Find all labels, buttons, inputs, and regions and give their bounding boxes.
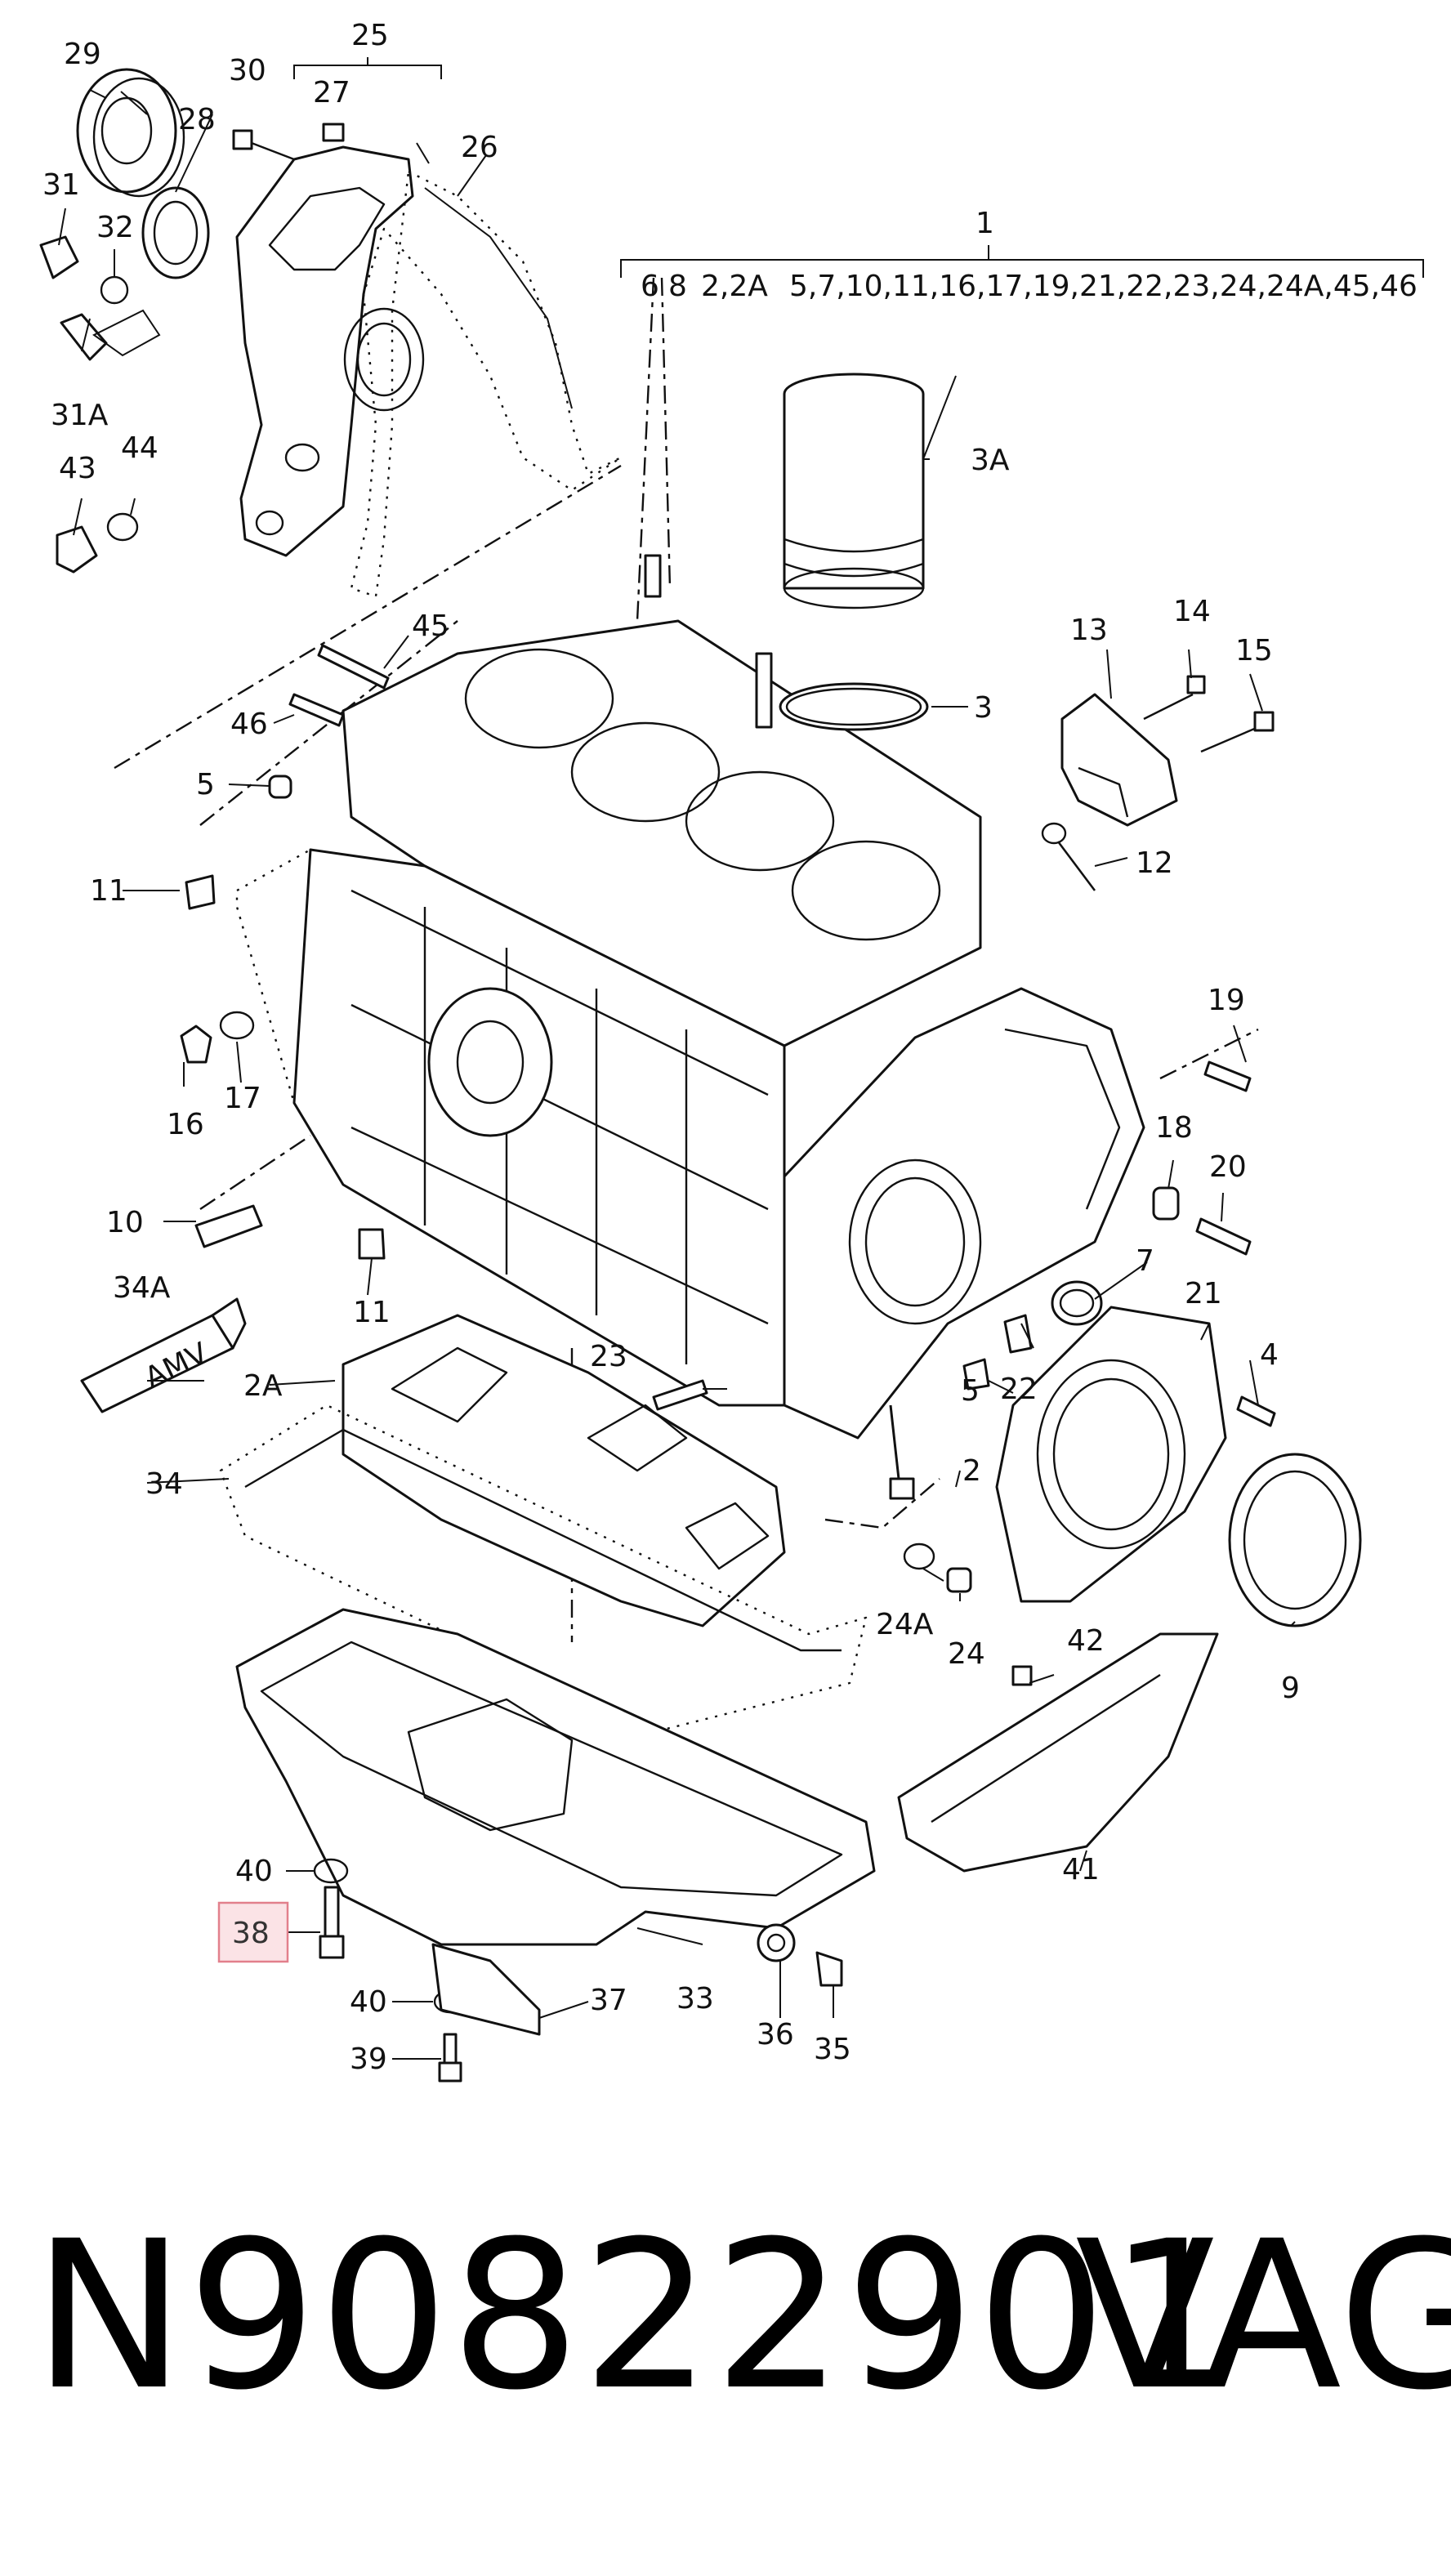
callout-12[interactable]: 12 (1136, 846, 1173, 880)
callout-34[interactable]: 34 (145, 1467, 183, 1501)
callout-18[interactable]: 18 (1155, 1111, 1193, 1145)
callout-17[interactable]: 17 (224, 1082, 261, 1115)
left-small-parts (180, 644, 390, 1260)
callout-13[interactable]: 13 (1070, 614, 1108, 647)
callout-45[interactable]: 45 (412, 609, 449, 643)
exploded-parts-diagram: AMV (39, 19, 1424, 2083)
callout-2a[interactable]: 2A (243, 1369, 283, 1403)
callout-32[interactable]: 32 (96, 211, 134, 244)
callout-5b[interactable]: 5 (961, 1374, 980, 1408)
oil-pan (235, 1608, 876, 1946)
callout-9[interactable]: 9 (1281, 1672, 1300, 1705)
callout-31[interactable]: 31 (42, 168, 80, 202)
callout-27[interactable]: 27 (313, 76, 350, 109)
callout-6[interactable]: 6 (641, 270, 659, 303)
amv-sealant-tube: AMV (80, 1297, 247, 1413)
callout-33[interactable]: 33 (676, 1982, 714, 2016)
callout-41[interactable]: 41 (1062, 1853, 1100, 1886)
timing-cover-group (39, 68, 623, 598)
bracket-13-group (1041, 675, 1275, 891)
callout-15[interactable]: 15 (1235, 634, 1273, 667)
callout-7[interactable]: 7 (1136, 1244, 1154, 1278)
part-number: N90822901 (33, 2197, 1240, 2435)
callout-39[interactable]: 39 (350, 2042, 387, 2076)
callout-10[interactable]: 10 (106, 1206, 144, 1239)
callout-3a[interactable]: 3A (971, 444, 1010, 477)
callout-4[interactable]: 4 (1260, 1338, 1279, 1372)
callout-labels: 1 6 8 2,2A 5,7,10,11,16,17,19,21,22,23,2… (42, 19, 1418, 2076)
callout-5a[interactable]: 5 (196, 768, 215, 801)
callout-21[interactable]: 21 (1185, 1277, 1222, 1310)
callout-38[interactable]: 38 (232, 1917, 270, 1950)
callout-34a[interactable]: 34A (113, 1271, 171, 1305)
callout-8[interactable]: 8 (668, 270, 687, 303)
callout-40a[interactable]: 40 (235, 1855, 273, 1888)
bearing-bridge-group (219, 1314, 868, 1734)
callout-23[interactable]: 23 (590, 1340, 627, 1373)
leader-lines (58, 57, 1424, 2060)
callout-26[interactable]: 26 (461, 131, 498, 164)
callout-42[interactable]: 42 (1067, 1624, 1105, 1658)
callout-43[interactable]: 43 (59, 452, 96, 485)
callout-37[interactable]: 37 (590, 1984, 627, 2017)
callout-28[interactable]: 28 (178, 103, 216, 136)
callout-2-2a-top[interactable]: 2,2A (701, 270, 768, 303)
cover-41 (897, 1632, 1219, 1873)
callout-14[interactable]: 14 (1173, 595, 1211, 628)
callout-20[interactable]: 20 (1209, 1150, 1247, 1184)
callout-19[interactable]: 19 (1208, 984, 1245, 1017)
callout-2[interactable]: 2 (962, 1454, 981, 1488)
callout-24[interactable]: 24 (948, 1637, 985, 1671)
callout-40b[interactable]: 40 (350, 1985, 387, 2019)
callout-16[interactable]: 16 (167, 1108, 204, 1141)
cylinder-liner-group (644, 373, 929, 731)
callout-30[interactable]: 30 (229, 54, 266, 87)
callout-31a[interactable]: 31A (51, 399, 109, 432)
callout-35[interactable]: 35 (814, 2033, 851, 2066)
callout-36[interactable]: 36 (757, 2018, 794, 2051)
callout-22[interactable]: 22 (1000, 1373, 1038, 1406)
callout-3[interactable]: 3 (974, 691, 993, 725)
callout-1[interactable]: 1 (976, 207, 994, 240)
callout-29[interactable]: 29 (64, 38, 101, 71)
callout-group-list: 5,7,10,11,16,17,19,21,22,23,24,24A,45,46 (789, 270, 1418, 303)
callout-24a[interactable]: 24A (876, 1608, 934, 1641)
bottom-fasteners (313, 1858, 843, 2083)
right-small-parts (652, 1060, 1276, 1593)
callout-11b[interactable]: 11 (353, 1296, 391, 1329)
callout-46[interactable]: 46 (230, 708, 268, 741)
callout-44[interactable]: 44 (121, 431, 158, 465)
highlight-38 (217, 1901, 289, 1963)
brand-name: VAG (1075, 2197, 1451, 2435)
rear-seal-group (995, 1280, 1362, 1627)
callout-11a[interactable]: 11 (90, 874, 127, 908)
callout-25[interactable]: 25 (351, 19, 389, 52)
